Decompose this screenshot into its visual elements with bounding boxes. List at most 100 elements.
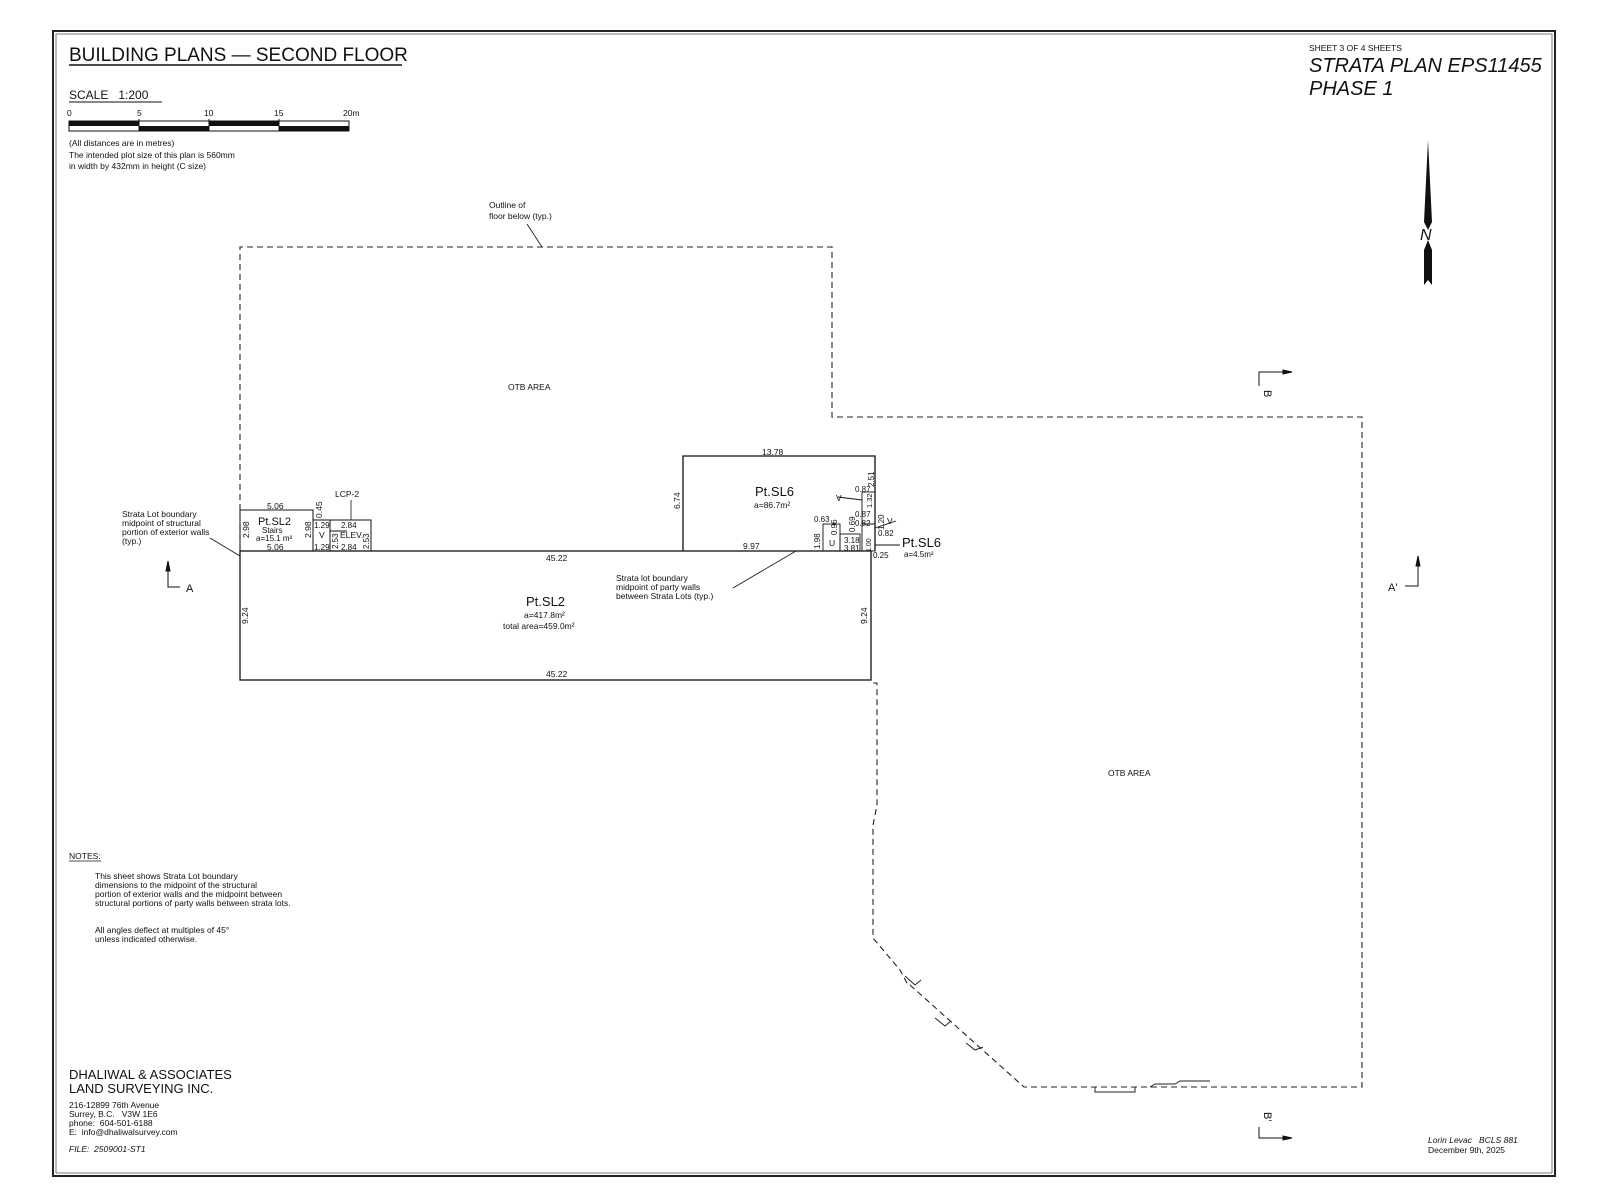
lot-sl2-boundary bbox=[239, 550, 872, 681]
dim-sl6-2-51: 2.51 bbox=[867, 471, 876, 487]
lot-sl2-stairs-area: a=15.1 m² bbox=[256, 534, 293, 543]
dim-stairs-2-98-right: 2.98 bbox=[303, 521, 313, 538]
sl6-u-label: U bbox=[829, 538, 835, 548]
dim-stairs-5-06-top: 5.06 bbox=[267, 501, 284, 511]
notes-heading: NOTES: bbox=[69, 851, 101, 861]
outline-callout-leader bbox=[526, 223, 543, 248]
outline-callout-line2: floor below (typ.) bbox=[489, 211, 552, 221]
dim-stairs-0-45: 0.45 bbox=[314, 501, 324, 518]
scale-tick-15: 15 bbox=[274, 108, 284, 118]
dim-stairs-5-06-bottom: 5.06 bbox=[267, 542, 284, 552]
elev-label: ELEV. bbox=[340, 530, 363, 540]
section-mark-b-label: B bbox=[1261, 390, 1273, 397]
dim-sl6-0-87a: 0.87 bbox=[855, 485, 871, 494]
dim-sl6-1-32: 1.32 bbox=[865, 493, 874, 508]
dim-sl2-bottom: 45.22 bbox=[546, 669, 568, 679]
notes-p1-line2: dimensions to the midpoint of the struct… bbox=[95, 880, 257, 890]
dim-elev-2-84-top: 2.84 bbox=[341, 521, 357, 530]
otb-area-label-north: OTB AREA bbox=[508, 382, 551, 392]
section-mark-a-prime-label: A' bbox=[1388, 582, 1397, 594]
party-boundary-callout-3: between Strata Lots (typ.) bbox=[616, 591, 713, 601]
dim-stairs-2-98-left: 2.98 bbox=[241, 521, 251, 538]
floor-below-outline bbox=[239, 246, 1363, 1088]
section-mark-a bbox=[165, 560, 180, 588]
dim-sl6-3-18: 3.18 bbox=[844, 536, 860, 545]
section-mark-a-label: A bbox=[186, 583, 194, 595]
ext-boundary-leader bbox=[209, 537, 241, 557]
lot-sl6-name: Pt.SL6 bbox=[755, 484, 794, 499]
section-mark-b bbox=[1258, 369, 1293, 386]
party-boundary-leader bbox=[732, 550, 797, 589]
dim-sl6-left: 6.74 bbox=[672, 492, 682, 509]
dim-elev-2-84-bottom: 2.84 bbox=[341, 543, 357, 552]
scale-bar: 0 5 10 15 20m bbox=[67, 108, 360, 132]
dim-sl6-1-00: 1.00 bbox=[866, 538, 873, 552]
notes-p2-line1: All angles deflect at multiples of 45° bbox=[95, 925, 229, 935]
sl2-stairs-cluster bbox=[239, 509, 372, 552]
plan-title: BUILDING PLANS — SECOND FLOOR bbox=[69, 45, 408, 66]
lot-sl2-stairs-sub: Stairs bbox=[262, 526, 282, 535]
dim-sl2-top: 45.22 bbox=[546, 553, 568, 563]
sheet-border-inner bbox=[55, 33, 1553, 1174]
stairs-v-label: V bbox=[319, 530, 325, 540]
firm-email: E: info@dhaliwalsurvey.com bbox=[69, 1127, 178, 1137]
dim-sl6-0-96: 0.96 bbox=[830, 519, 839, 535]
dim-elev-2-53-left: 2.53 bbox=[331, 533, 340, 549]
party-boundary-callout-1: Strata lot boundary bbox=[616, 573, 689, 583]
dim-sl6-0-63: 0.63 bbox=[814, 515, 830, 524]
scale-note-plot-size-1: The intended plot size of this plan is 5… bbox=[69, 150, 235, 160]
dim-sl6-top: 13.78 bbox=[762, 447, 784, 457]
dim-v-1-29-bottom: 1.29 bbox=[314, 543, 330, 552]
lot-sl2-stairs-name: Pt.SL2 bbox=[258, 516, 291, 528]
firm-name-2: LAND SURVEYING INC. bbox=[69, 1081, 213, 1096]
lcp-label: LCP-2 bbox=[335, 489, 359, 499]
dim-elev-2-53-right: 2.53 bbox=[362, 533, 371, 549]
lot-sl2-area: a=417.8m² bbox=[524, 610, 565, 620]
firm-phone: phone: 604-501-6188 bbox=[69, 1118, 153, 1128]
dim-sl6-0-25: 0.25 bbox=[873, 551, 889, 560]
scale-tick-5: 5 bbox=[137, 108, 142, 118]
dim-sl6-0-82b: 0.82 bbox=[878, 529, 894, 538]
lot-sl6-area: a=86.7m² bbox=[754, 500, 790, 510]
party-boundary-callout-2: midpoint of party walls bbox=[616, 582, 700, 592]
ext-boundary-callout-3: portion of exterior walls bbox=[122, 527, 209, 537]
north-arrow-icon: N bbox=[1420, 140, 1432, 285]
scale-tick-0: 0 bbox=[67, 108, 72, 118]
section-mark-b-prime bbox=[1258, 1127, 1293, 1141]
dim-sl6-3-81: 3.81 bbox=[844, 544, 860, 553]
dim-sl6-0-87b: 0.87 bbox=[855, 510, 871, 519]
dim-sl6-0-82a: 0.82 bbox=[855, 519, 871, 528]
surveyor-name: Lorin Levac BCLS 881 bbox=[1428, 1135, 1518, 1145]
scale-tick-10: 10 bbox=[204, 108, 214, 118]
sl6-v-label: V bbox=[836, 493, 842, 503]
dim-v-1-29-top: 1.29 bbox=[314, 521, 330, 530]
dim-sl2-left: 9.24 bbox=[240, 607, 250, 624]
notes-p1-line4: structural portions of party walls betwe… bbox=[95, 898, 291, 908]
dim-sl6-1-20: 1.20 bbox=[877, 514, 886, 530]
sheet-border-outer bbox=[52, 30, 1556, 1177]
survey-date: December 9th, 2025 bbox=[1428, 1145, 1505, 1155]
north-letter: N bbox=[1420, 227, 1432, 244]
lot-sl2-name: Pt.SL2 bbox=[526, 594, 565, 609]
otb-area-label-south: OTB AREA bbox=[1108, 768, 1151, 778]
ext-boundary-callout-4: (typ.) bbox=[122, 536, 142, 546]
sheet-number: SHEET 3 OF 4 SHEETS bbox=[1309, 43, 1402, 53]
sl6-notch-features bbox=[822, 491, 900, 552]
lot-sl2-total-area: total area=459.0m² bbox=[503, 621, 575, 631]
outline-callout-line1: Outline of bbox=[489, 200, 526, 210]
phase-label: PHASE 1 bbox=[1309, 78, 1393, 100]
firm-address-1: 216-12899 76th Avenue bbox=[69, 1100, 159, 1110]
dim-sl6-0-69: 0.69 bbox=[848, 516, 857, 532]
scale-note-units: (All distances are in metres) bbox=[69, 138, 175, 148]
dim-sl6-1-98: 1.98 bbox=[813, 533, 822, 549]
sl6-v-label-2: V bbox=[887, 516, 893, 526]
scale-note-plot-size-2: in width by 432mm in height (C size) bbox=[69, 161, 206, 171]
lot-sl6-small-name: Pt.SL6 bbox=[902, 535, 941, 550]
firm-file-number: FILE: 2509001-ST1 bbox=[69, 1144, 146, 1154]
notes-p1-line3: portion of exterior walls and the midpoi… bbox=[95, 889, 282, 899]
dim-sl6-bottom: 9.97 bbox=[743, 541, 760, 551]
firm-address-2: Surrey, B.C. V3W 1E6 bbox=[69, 1109, 158, 1119]
floor-below-outline-jogs bbox=[904, 975, 1210, 1093]
notes-p1-line1: This sheet shows Strata Lot boundary bbox=[95, 871, 238, 881]
